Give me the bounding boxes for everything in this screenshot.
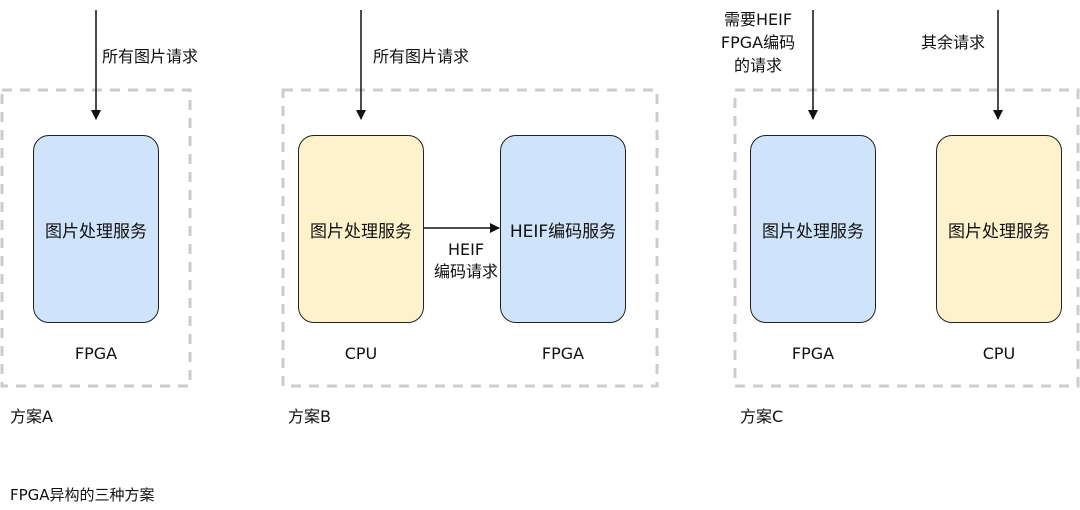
plan-a-caption: 方案A xyxy=(10,407,53,426)
plan-b-cpu-image-service-label: 图片处理服务 xyxy=(310,221,412,242)
plan-c-caption: 方案C xyxy=(740,407,784,426)
plan-b-fpga-label: FPGA xyxy=(541,344,585,363)
plan-b-arrow-label-line2: 编码请求 xyxy=(433,262,498,281)
plan-c-fpga-image-service-box: 图片处理服务 xyxy=(750,135,876,323)
plan-c-fpga-image-service-label: 图片处理服务 xyxy=(762,221,864,242)
plan-c-fpga-label: FPGA xyxy=(791,344,835,363)
plan-b-cpu-label: CPU xyxy=(344,344,378,363)
plan-a-image-service-box: 图片处理服务 xyxy=(33,135,159,323)
plan-b-cpu-image-service-box: 图片处理服务 xyxy=(298,135,424,323)
plan-b-request-label: 所有图片请求 xyxy=(373,47,470,66)
plan-b-heif-encode-service-box: HEIF编码服务 xyxy=(500,135,626,323)
plan-c-cpu-label: CPU xyxy=(982,344,1016,363)
plan-c-right-request-label: 其余请求 xyxy=(921,33,986,52)
plan-c-left-request-line2: FPGA编码 xyxy=(720,33,796,52)
plan-b-arrow-label-line1: HEIF xyxy=(447,240,485,259)
plan-b-heif-encode-service-label: HEIF编码服务 xyxy=(509,221,617,242)
plan-c-left-request-line3: 的请求 xyxy=(733,56,782,75)
plan-c-cpu-image-service-box: 图片处理服务 xyxy=(936,135,1062,323)
plan-a-request-label: 所有图片请求 xyxy=(102,47,199,66)
plan-c-left-request-line1: 需要HEIF xyxy=(723,10,793,29)
figure-title: FPGA异构的三种方案 xyxy=(10,486,155,504)
plan-c-cpu-image-service-label: 图片处理服务 xyxy=(948,221,1050,242)
plan-a-image-service-label: 图片处理服务 xyxy=(45,221,147,242)
plan-b-group-border xyxy=(281,88,659,388)
plan-a-device-label: FPGA xyxy=(74,344,118,363)
plan-b-caption: 方案B xyxy=(288,407,331,426)
plan-c-group-border xyxy=(733,88,1080,388)
